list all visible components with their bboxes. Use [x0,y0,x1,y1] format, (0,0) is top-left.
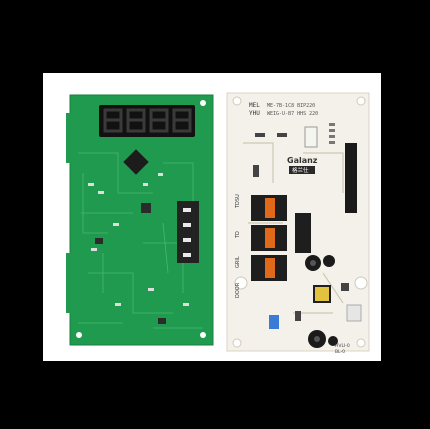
seven-segment-display [99,105,195,137]
side-label-1: TDSU [235,194,241,209]
capacitors [305,255,338,348]
white-pcb: MEL YHU ME-7B-1C8 BIP220 WEIG-U-B7 HHS 2… [226,92,370,355]
svg-text:WEIG-U-B7 HHS 220: WEIG-U-B7 HHS 220 [267,111,318,117]
model-label-1: MEL [249,102,260,109]
connector-block [177,201,199,263]
side-label-3: GRIL [235,256,241,268]
side-label-2: TD [235,231,241,239]
brand-cn: 格兰仕 [292,166,309,174]
bottom-label-1: BL-0 [335,349,345,355]
svg-text:ME-7B-1C8 BIP220: ME-7B-1C8 BIP220 [267,103,315,109]
bottom-label-2: HVLI-0 [335,343,350,349]
product-photo: MEL YHU ME-7B-1C8 BIP220 WEIG-U-B7 HHS 2… [43,73,381,361]
side-label-4: DOOR [235,282,241,298]
green-pcb [66,94,214,346]
pcb-photo-svg: MEL YHU ME-7B-1C8 BIP220 WEIG-U-B7 HHS 2… [66,92,370,355]
relay-bank [251,195,311,281]
model-label-2: YHU [249,110,260,117]
brand-text: Galanz [287,156,318,165]
ribbon-connector [345,143,357,213]
blue-capacitor [269,315,279,329]
